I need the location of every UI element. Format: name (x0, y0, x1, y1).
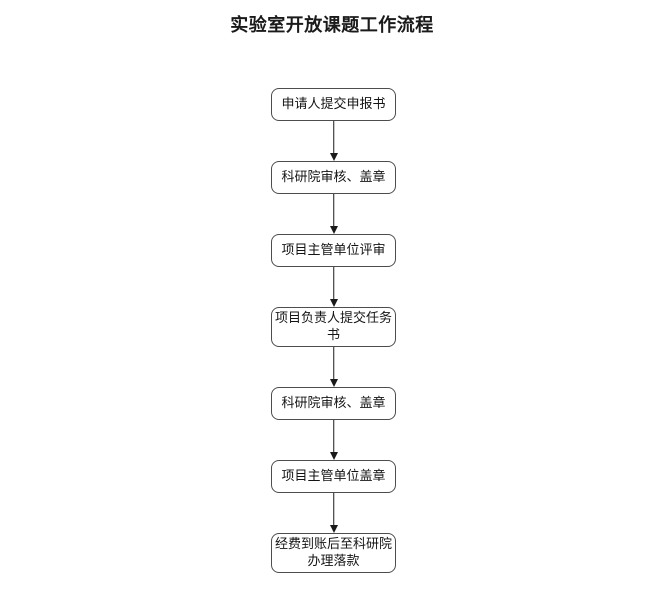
flow-node-label: 项目主管单位盖章 (281, 469, 386, 484)
arrow-down-icon (329, 493, 339, 533)
arrow-down-icon (329, 121, 339, 161)
flow-node: 经费到账后至科研院 办理落款 (271, 533, 396, 573)
flow-node-label: 项目主管单位评审 (281, 243, 386, 258)
flow-node: 项目主管单位盖章 (271, 460, 396, 493)
flow-node-label: 项目负责人提交任务 书 (275, 311, 393, 343)
flowchart-title: 实验室开放课题工作流程 (230, 15, 434, 36)
flow-node-label: 经费到账后至科研院 办理落款 (275, 537, 393, 569)
flow-node: 申请人提交申报书 (271, 88, 396, 121)
flow-node: 科研院审核、盖章 (271, 387, 396, 420)
flow-node-label: 科研院审核、盖章 (281, 396, 386, 411)
flow-node-label: 申请人提交申报书 (281, 97, 386, 112)
arrow-down-icon (329, 267, 339, 307)
flow-node: 项目主管单位评审 (271, 234, 396, 267)
flow-node: 科研院审核、盖章 (271, 161, 396, 194)
flow-node: 项目负责人提交任务 书 (271, 307, 396, 347)
arrow-down-icon (329, 347, 339, 387)
arrow-down-icon (329, 420, 339, 460)
flow-node-label: 科研院审核、盖章 (281, 170, 386, 185)
flow-column: 申请人提交申报书 科研院审核、盖章 项目主管单位评审 项目负责人提交任务 书 科… (3, 88, 664, 573)
arrow-down-icon (329, 194, 339, 234)
